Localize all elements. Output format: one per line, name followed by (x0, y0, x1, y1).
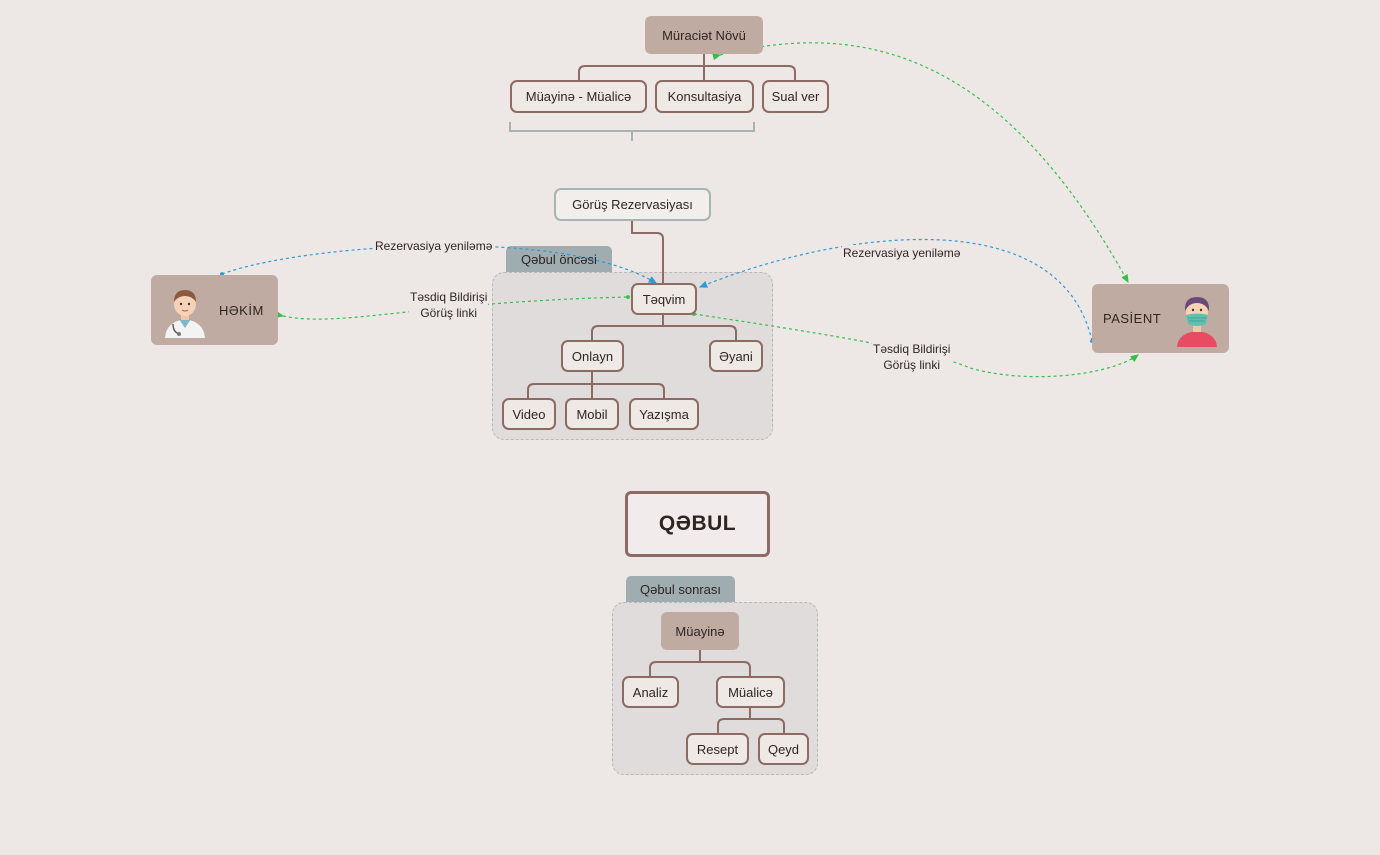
doctor-label: HƏKİM (219, 302, 264, 318)
online-node[interactable]: Onlayn (561, 340, 624, 372)
doctor-actor-node[interactable]: HƏKİM (151, 275, 278, 345)
mobile-node[interactable]: Mobil (565, 398, 619, 430)
reception-central-topic[interactable]: QƏBUL (625, 491, 770, 557)
patient-mask-avatar-icon (1177, 296, 1218, 347)
relation-label-patient-update[interactable]: Rezervasiya yeniləmə (842, 245, 962, 261)
relation-label-line: Görüş linki (883, 358, 941, 372)
analysis-node[interactable]: Analiz (622, 676, 679, 708)
patient-label: PASİENT (1103, 311, 1162, 326)
note-node[interactable]: Qeyd (758, 733, 809, 765)
patient-actor-node[interactable]: PASİENT (1092, 284, 1229, 353)
consultation-node[interactable]: Konsultasiya (655, 80, 754, 113)
appointment-booking-node[interactable]: Görüş Rezervasiyası (554, 188, 711, 221)
relation-label-line: Təsdiq Bildirişi (410, 290, 488, 304)
request-type-node[interactable]: Müraciət Növü (645, 16, 763, 54)
messaging-node[interactable]: Yazışma (629, 398, 699, 430)
ask-question-node[interactable]: Sual ver (762, 80, 829, 113)
treatment-node[interactable]: Müalicə (716, 676, 785, 708)
prescription-node[interactable]: Resept (686, 733, 749, 765)
exam-treatment-node[interactable]: Müayinə - Müalicə (510, 80, 647, 113)
video-node[interactable]: Video (502, 398, 556, 430)
tree-connector (578, 54, 796, 80)
relation-label-doctor-update[interactable]: Rezervasiya yeniləmə (374, 238, 494, 254)
relation-label-patient-confirm[interactable]: Təsdiq Bildirişi Görüş linki (872, 341, 952, 373)
post-reception-title[interactable]: Qəbul sonrası (626, 576, 735, 602)
pre-reception-title[interactable]: Qəbul öncəsi (506, 246, 612, 272)
in-person-node[interactable]: Əyani (709, 340, 763, 372)
relation-label-line: Görüş linki (420, 306, 478, 320)
doctor-avatar-icon (165, 290, 205, 338)
relation-label-doctor-confirm[interactable]: Təsdiq Bildirişi Görüş linki (409, 289, 489, 321)
examination-node[interactable]: Müayinə (661, 612, 739, 650)
summary-bracket (509, 122, 755, 141)
calendar-node[interactable]: Təqvim (631, 283, 697, 315)
relation-label-line: Təsdiq Bildirişi (873, 342, 951, 356)
